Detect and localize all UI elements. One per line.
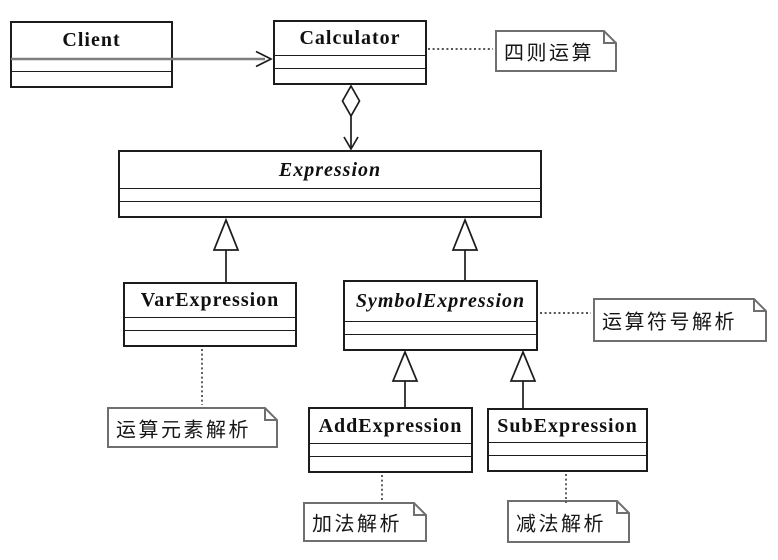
note-fold-corner: [413, 503, 426, 516]
class-box-addexpression: AddExpression: [308, 407, 473, 473]
note-fold-corner: [264, 408, 277, 421]
note-fold-corner: [616, 501, 629, 514]
class-name-calculator: Calculator: [299, 27, 401, 49]
class-box-symbolexpression: SymbolExpression: [343, 280, 538, 351]
generalization-subexpression-symbolexpression: [509, 349, 537, 409]
attributes-compartment: [275, 55, 425, 68]
generalization-addexpression-symbolexpression: [391, 349, 419, 408]
note-shape: [495, 30, 617, 72]
note-text: 四则运算: [504, 42, 594, 65]
note-text: 加法解析: [312, 513, 402, 536]
note-shape: [507, 500, 630, 543]
class-box-client: Client: [10, 21, 173, 88]
note-fold-corner: [753, 299, 766, 312]
note-text: 减法解析: [516, 513, 606, 535]
note-addition-parsing: 加法解析: [303, 502, 427, 542]
class-name-symbolexpression: SymbolExpression: [355, 290, 526, 312]
note-text: 运算符号解析: [602, 311, 737, 334]
operations-compartment: [310, 456, 471, 471]
attributes-compartment: [12, 58, 171, 71]
note-body: [593, 298, 767, 342]
operations-compartment: [12, 71, 171, 86]
operations-compartment: [275, 68, 425, 83]
operations-compartment: [489, 455, 646, 470]
operations-compartment: [345, 334, 536, 349]
attributes-compartment: [125, 317, 295, 330]
note-body: [303, 502, 427, 542]
open-arrowhead-icon: [255, 50, 273, 68]
note-body: [107, 407, 278, 448]
note-operand-element-parsing: 运算元素解析: [107, 407, 278, 448]
operations-compartment: [120, 201, 540, 216]
note-shape: [303, 502, 427, 542]
generalization-symbolexpression-expression: [451, 217, 479, 281]
class-name-subexpression: SubExpression: [497, 414, 638, 437]
class-box-subexpression: SubExpression: [487, 408, 648, 472]
hollow-triangle-icon: [509, 349, 537, 382]
hollow-triangle-icon: [451, 217, 479, 251]
class-name-expression: Expression: [278, 158, 382, 181]
class-name-varexpression: VarExpression: [140, 289, 280, 311]
hollow-triangle-icon: [212, 217, 240, 251]
attributes-compartment: [310, 443, 471, 456]
note-body: [495, 30, 617, 72]
note-subtraction-parsing: 减法解析: [507, 500, 630, 543]
note-fold-corner: [603, 31, 616, 44]
class-box-calculator: Calculator: [273, 20, 427, 85]
aggregation-calculator-expression: [341, 84, 361, 151]
operations-compartment: [125, 330, 295, 345]
class-name-addexpression: AddExpression: [318, 414, 463, 437]
attributes-compartment: [489, 442, 646, 455]
note-shape: [593, 298, 767, 342]
open-arrowhead-icon: [343, 136, 359, 151]
note-text: 运算元素解析: [116, 419, 251, 441]
attributes-compartment: [345, 321, 536, 334]
class-name-client: Client: [62, 29, 121, 51]
note-shape: [107, 407, 278, 448]
hollow-diamond-icon: [341, 84, 361, 118]
note-operator-symbol-parsing: 运算符号解析: [593, 298, 767, 342]
note-body: [507, 500, 630, 543]
class-box-varexpression: VarExpression: [123, 282, 297, 347]
generalization-varexpression-expression: [212, 217, 240, 283]
class-box-expression: Expression: [118, 150, 542, 218]
hollow-triangle-icon: [391, 349, 419, 382]
attributes-compartment: [120, 188, 540, 201]
note-four-operations: 四则运算: [495, 30, 617, 72]
